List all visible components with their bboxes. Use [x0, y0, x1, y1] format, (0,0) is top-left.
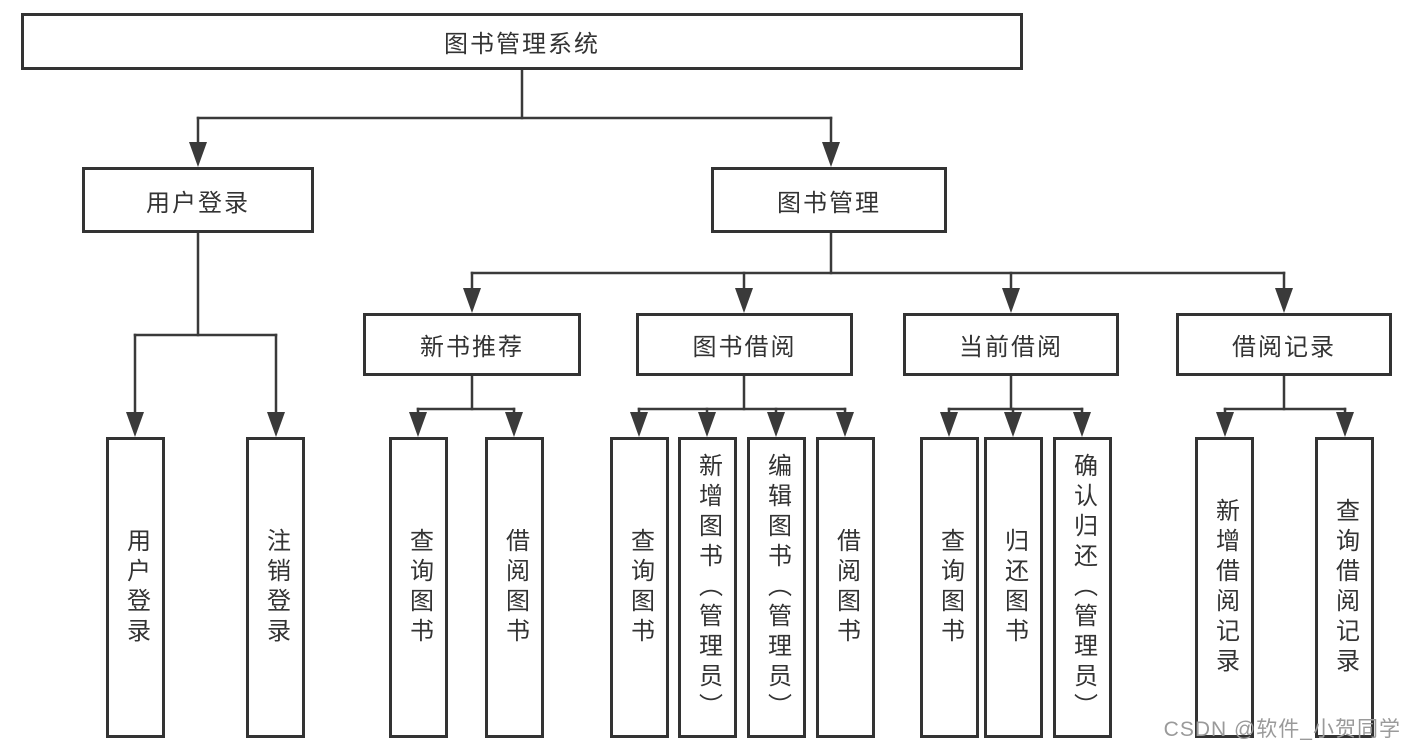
node-leaf-confirm-return-admin: 确认归还（管理员）	[1053, 437, 1112, 738]
node-leaf-borrow-books-recommend: 借阅图书	[485, 437, 544, 738]
node-book-management: 图书管理	[711, 167, 947, 233]
node-label: 图书借阅	[692, 334, 797, 361]
node-label: 新增借阅记录	[1211, 497, 1239, 678]
node-leaf-query-borrow-record: 查询借阅记录	[1315, 437, 1374, 738]
node-leaf-add-book-admin: 新增图书（管理员）	[678, 437, 737, 738]
node-label: 借阅图书	[832, 527, 860, 648]
node-label: 查询图书	[405, 527, 433, 648]
node-new-book-recommendation: 新书推荐	[363, 313, 581, 376]
node-label: 图书管理系统	[444, 31, 600, 58]
csdn-watermark: CSDN @软件_小贺同学	[1163, 718, 1401, 741]
node-label: 用户登录	[146, 189, 250, 217]
node-current-borrowing: 当前借阅	[903, 313, 1119, 376]
node-leaf-return-books: 归还图书	[984, 437, 1043, 738]
node-leaf-query-books-borrowing: 查询图书	[610, 437, 669, 738]
node-label: 查询借阅记录	[1331, 497, 1359, 678]
node-leaf-query-books-current: 查询图书	[920, 437, 979, 738]
node-label: 确认归还（管理员）	[1069, 452, 1097, 723]
node-label: 新书推荐	[420, 334, 524, 361]
node-label: 借阅图书	[501, 527, 529, 648]
node-label: 注销登录	[262, 527, 290, 648]
node-leaf-add-borrow-record: 新增借阅记录	[1195, 437, 1254, 738]
node-leaf-user-login: 用户登录	[106, 437, 165, 738]
node-leaf-edit-book-admin: 编辑图书（管理员）	[747, 437, 806, 738]
node-label: 图书管理	[777, 189, 881, 217]
node-leaf-logout: 注销登录	[246, 437, 305, 738]
node-leaf-query-books-recommend: 查询图书	[389, 437, 448, 738]
arrowheads	[126, 142, 1354, 437]
node-label: 新增图书（管理员）	[694, 452, 722, 723]
node-label: 归还图书	[1000, 527, 1028, 648]
node-label: 查询图书	[626, 527, 654, 648]
node-book-borrowing: 图书借阅	[636, 313, 853, 376]
node-label: 当前借阅	[959, 334, 1063, 361]
node-label: 借阅记录	[1232, 334, 1336, 361]
node-label: 编辑图书（管理员）	[763, 452, 791, 723]
node-user-login: 用户登录	[82, 167, 314, 233]
node-label: 查询图书	[936, 527, 964, 648]
node-library-system: 图书管理系统	[21, 13, 1023, 70]
node-leaf-borrow-books-borrowing: 借阅图书	[816, 437, 875, 738]
node-label: 用户登录	[122, 527, 150, 648]
node-borrowing-records: 借阅记录	[1176, 313, 1392, 376]
